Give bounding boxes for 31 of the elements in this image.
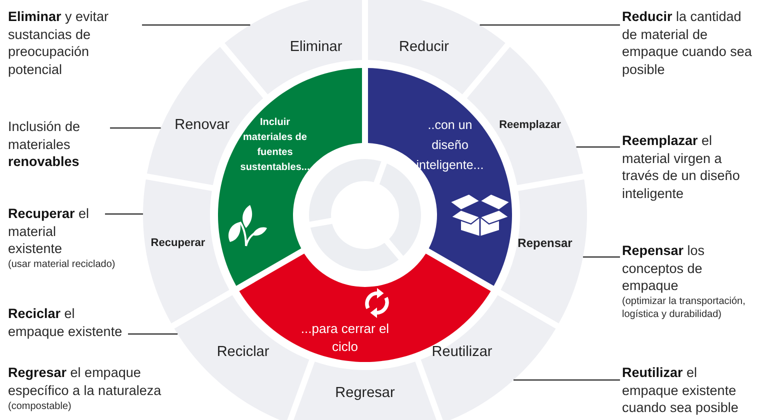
description-text: Reutilizar el empaque existente cuando sea posible bbox=[622, 364, 750, 416]
leader-line bbox=[480, 24, 620, 26]
note-text: (compostable) bbox=[8, 400, 72, 413]
leader-line bbox=[142, 24, 250, 26]
segment-label: Repensar bbox=[518, 236, 572, 250]
segment-label: Recuperar bbox=[150, 237, 206, 249]
leader-line bbox=[576, 146, 620, 148]
description-text: Regresar el empaque específico a la naturaleza bbox=[8, 364, 162, 399]
leader-line bbox=[110, 127, 161, 129]
segment-label: Renovar bbox=[174, 117, 230, 133]
leader-line bbox=[583, 256, 620, 258]
description-text: Inclusión de materiales renovables bbox=[8, 118, 108, 170]
segment-label: Eliminar bbox=[290, 39, 342, 55]
note-text: (optimizar la transportación, logística y durabilidad) bbox=[622, 295, 746, 321]
leader-line bbox=[514, 379, 620, 381]
segment-label: Reducir bbox=[399, 39, 449, 55]
leader-line bbox=[128, 333, 178, 335]
note-text: (usar material reciclado) bbox=[8, 258, 116, 271]
segment-label: Reemplazar bbox=[499, 119, 561, 131]
description-text: Repensar los conceptos de empaque bbox=[622, 242, 754, 294]
leader-line bbox=[105, 213, 143, 215]
description-text: Recuperar el material existente bbox=[8, 205, 103, 258]
segment-label: ...para cerrar el ciclo bbox=[300, 320, 390, 356]
description-text: Reemplazar el material virgen a través de un diseño inteligente bbox=[622, 132, 747, 202]
description-text: Reducir la cantidad de material de empaque cuando sea posible bbox=[622, 8, 754, 78]
segment-label: Reciclar bbox=[216, 344, 270, 360]
segment-label: Reutilizar bbox=[432, 344, 492, 360]
segment-label: Incluir materiales de fuentes sustentables... bbox=[239, 116, 311, 175]
segment-label: Regresar bbox=[335, 385, 395, 401]
description-text: Eliminar y evitar sustancias de preocupación potencial bbox=[8, 8, 140, 78]
description-text: Reciclar el empaque existente bbox=[8, 305, 126, 340]
